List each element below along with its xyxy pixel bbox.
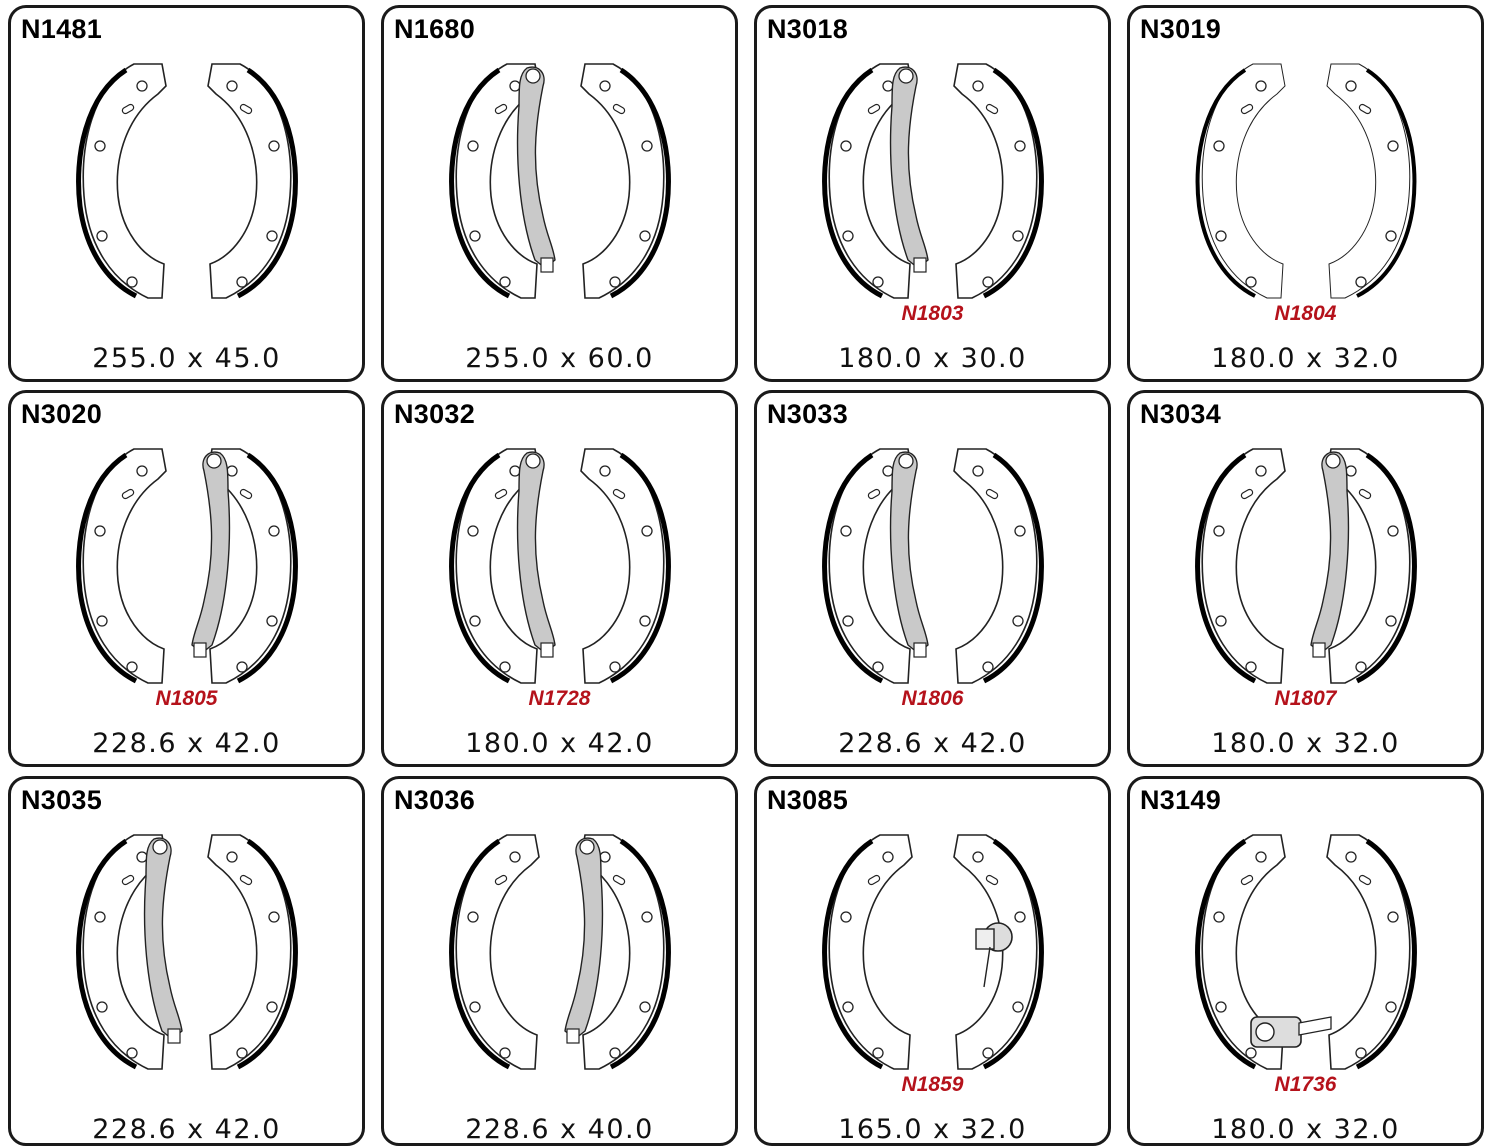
product-card[interactable]: N3020 N1805 228.6 x 42.0 xyxy=(8,390,365,767)
dimensions: 228.6 x 40.0 xyxy=(465,1114,654,1145)
dimensions: 180.0 x 30.0 xyxy=(838,343,1027,374)
dimensions: 228.6 x 42.0 xyxy=(92,728,281,759)
part-number: N3034 xyxy=(1140,399,1222,429)
brake-shoe-drawing xyxy=(808,817,1058,1082)
part-number: N1680 xyxy=(394,14,476,44)
brake-shoe-drawing xyxy=(435,46,685,311)
dimensions: 228.6 x 42.0 xyxy=(92,1114,281,1145)
dimensions: 180.0 x 32.0 xyxy=(1211,728,1400,759)
part-number: N3036 xyxy=(394,785,476,815)
alt-part-number: N1807 xyxy=(1274,687,1337,710)
product-card[interactable]: N3019 N1804 180.0 x 32.0 xyxy=(1127,5,1484,382)
product-card[interactable]: N3036 228.6 x 40.0 xyxy=(381,776,738,1146)
alt-part-number: N1805 xyxy=(155,687,218,710)
dimensions: 255.0 x 45.0 xyxy=(92,343,281,374)
brake-shoe-drawing xyxy=(62,46,312,311)
part-number: N3018 xyxy=(767,14,849,44)
alt-part-number: N1736 xyxy=(1274,1073,1337,1096)
part-number: N3020 xyxy=(21,399,103,429)
product-card[interactable]: N3032 N1728 180.0 x 42.0 xyxy=(381,390,738,767)
brake-shoe-drawing xyxy=(808,431,1058,696)
part-number: N3032 xyxy=(394,399,476,429)
product-card[interactable]: N3018 N1803 180.0 x 30.0 xyxy=(754,5,1111,382)
brake-shoe-drawing xyxy=(62,431,312,696)
alt-part-number: N1859 xyxy=(901,1073,964,1096)
brake-shoe-drawing xyxy=(1181,817,1431,1082)
brake-shoe-drawing xyxy=(435,817,685,1082)
product-card[interactable]: N3035 228.6 x 42.0 xyxy=(8,776,365,1146)
alt-part-number: N1728 xyxy=(528,687,591,710)
brake-shoe-drawing xyxy=(62,817,312,1082)
alt-part-number: N1803 xyxy=(901,302,964,325)
part-number: N3085 xyxy=(767,785,849,815)
dimensions: 180.0 x 32.0 xyxy=(1211,343,1400,374)
product-card[interactable]: N3085 N1859 165.0 x 32.0 xyxy=(754,776,1111,1146)
product-card[interactable]: N3034 N1807 180.0 x 32.0 xyxy=(1127,390,1484,767)
part-number: N1481 xyxy=(21,14,103,44)
product-card[interactable]: N1481 255.0 x 45.0 xyxy=(8,5,365,382)
brake-shoe-drawing xyxy=(1181,46,1431,311)
dimensions: 165.0 x 32.0 xyxy=(838,1114,1027,1145)
brake-shoe-drawing xyxy=(435,431,685,696)
dimensions: 180.0 x 32.0 xyxy=(1211,1114,1400,1145)
brake-shoe-drawing xyxy=(808,46,1058,311)
part-number: N3019 xyxy=(1140,14,1222,44)
dimensions: 180.0 x 42.0 xyxy=(465,728,654,759)
product-card[interactable]: N3033 N1806 228.6 x 42.0 xyxy=(754,390,1111,767)
part-number: N3035 xyxy=(21,785,103,815)
dimensions: 228.6 x 42.0 xyxy=(838,728,1027,759)
alt-part-number: N1804 xyxy=(1274,302,1337,325)
dimensions: 255.0 x 60.0 xyxy=(465,343,654,374)
brake-shoe-drawing xyxy=(1181,431,1431,696)
alt-part-number: N1806 xyxy=(901,687,964,710)
part-number: N3033 xyxy=(767,399,849,429)
product-card[interactable]: N3149 N1736 180.0 x 32.0 xyxy=(1127,776,1484,1146)
part-number: N3149 xyxy=(1140,785,1222,815)
product-card[interactable]: N1680 255.0 x 60.0 xyxy=(381,5,738,382)
